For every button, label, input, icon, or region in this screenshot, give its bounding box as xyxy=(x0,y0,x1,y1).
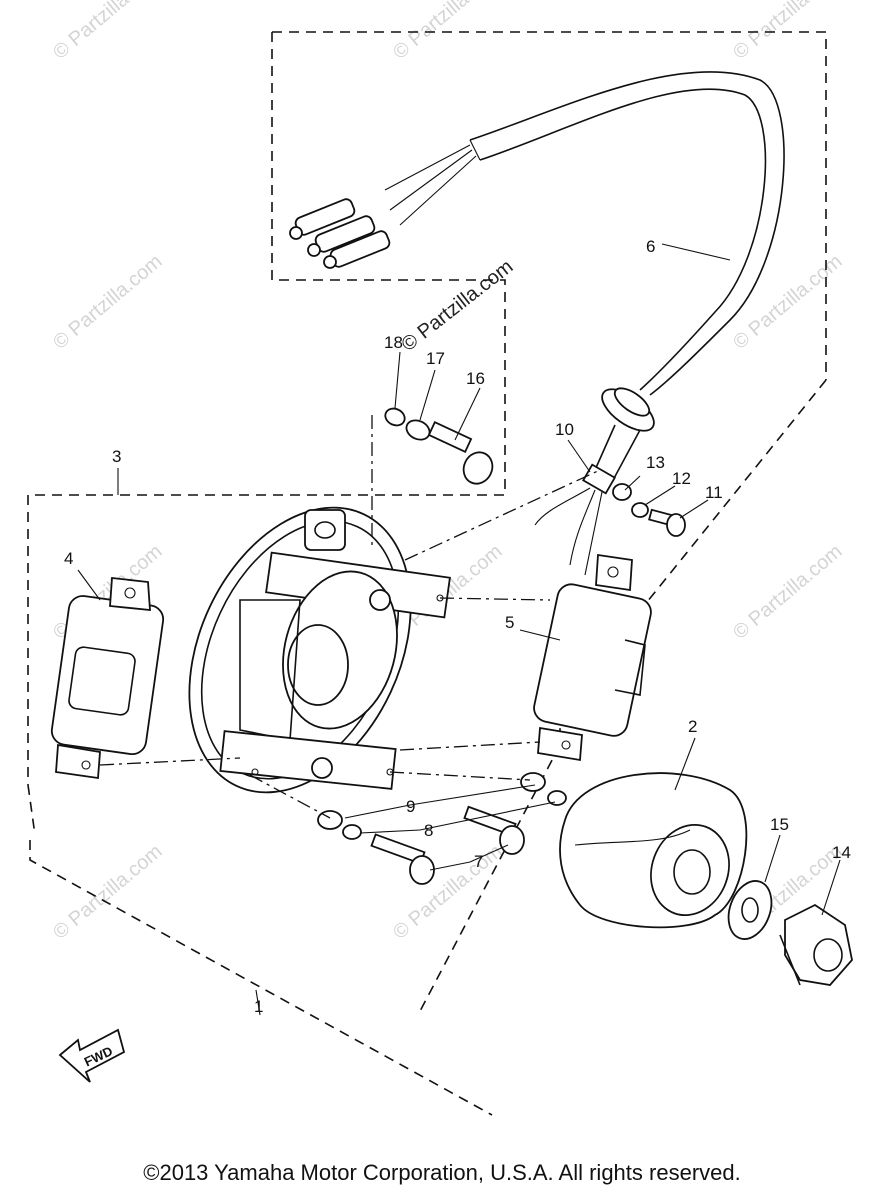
watermark: © Partzilla.com xyxy=(49,0,166,64)
screw-11 xyxy=(648,508,686,537)
lead-wire xyxy=(289,71,785,576)
callout-14: 14 xyxy=(832,843,851,862)
callout-10: 10 xyxy=(555,420,574,439)
watermark-main: © Partzilla.com xyxy=(398,256,518,356)
callout-15: 15 xyxy=(770,815,789,834)
alignment-lines xyxy=(99,415,601,819)
watermark: © Partzilla.com xyxy=(729,250,846,353)
callout-1: 1 xyxy=(254,997,263,1016)
callout-8: 8 xyxy=(424,821,433,840)
callout-3: 3 xyxy=(112,447,121,466)
wire-connector xyxy=(289,198,391,269)
assembly-outline xyxy=(29,379,827,1116)
copyright-notice: ©2013 Yamaha Motor Corporation, U.S.A. A… xyxy=(143,1160,741,1185)
callout-11: 11 xyxy=(705,483,723,502)
watermark: © Partzilla.com xyxy=(729,540,846,643)
watermark: © Partzilla.com xyxy=(49,250,166,353)
washer-18 xyxy=(384,407,406,427)
callout-7: 7 xyxy=(474,852,483,871)
washer-8a xyxy=(547,790,567,806)
washer-17 xyxy=(405,419,431,441)
callout-16: 16 xyxy=(466,369,485,388)
rotor xyxy=(559,772,748,929)
washer-9a xyxy=(520,772,546,792)
plate-bracket-bottom xyxy=(219,730,397,790)
watermark: © Partzilla.com xyxy=(49,840,166,943)
callout-2: 2 xyxy=(688,717,697,736)
leader-lines xyxy=(77,243,841,916)
fwd-arrow-icon: FWD xyxy=(58,1028,126,1083)
callout-5: 5 xyxy=(505,613,514,632)
callout-9: 9 xyxy=(406,797,415,816)
washer-8b xyxy=(342,824,362,840)
washer-15 xyxy=(727,880,773,940)
washer-12 xyxy=(631,502,649,518)
callout-12: 12 xyxy=(672,469,691,488)
assembly-outline-left xyxy=(27,784,36,836)
stator-assembly xyxy=(188,506,451,794)
screw-7b xyxy=(370,833,435,885)
screw-16 xyxy=(427,421,494,485)
ignition-coil-left xyxy=(50,577,165,780)
callout-18: 18 xyxy=(384,333,403,352)
callout-4: 4 xyxy=(64,549,73,568)
lead-wire-cable-inner xyxy=(479,88,767,391)
callouts: 1 2 3 4 5 6 7 8 9 10 11 12 13 14 15 16 1… xyxy=(64,237,851,1016)
lead-wire-cable xyxy=(469,71,785,396)
assembly-leader-line xyxy=(255,989,261,1016)
group-outlines xyxy=(27,31,827,1116)
callout-6: 6 xyxy=(646,237,655,256)
nut-14 xyxy=(779,903,853,986)
callout-13: 13 xyxy=(646,453,665,472)
grommet xyxy=(534,387,655,576)
lead-wire-group-outline xyxy=(27,31,827,785)
ignition-coil-right xyxy=(533,553,652,762)
callout-17: 17 xyxy=(426,349,445,368)
